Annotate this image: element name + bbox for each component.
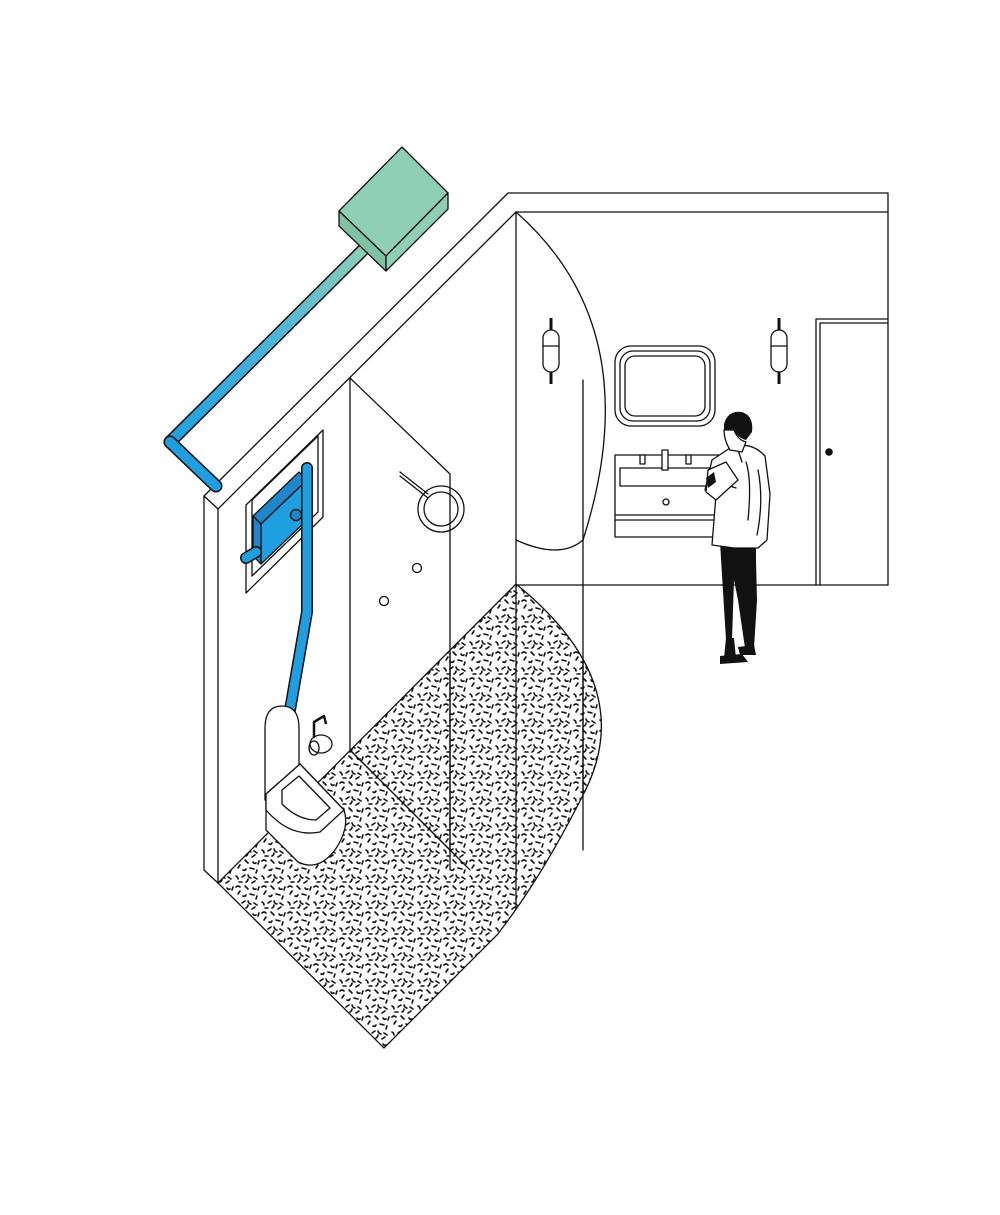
pipe-icon	[163, 240, 373, 493]
flush-cistern-icon	[240, 471, 308, 565]
shower-valve-icon	[411, 562, 423, 574]
pipe-icon	[284, 462, 313, 716]
toilet-paper-holder-icon	[308, 714, 333, 756]
wall-light-icon	[542, 318, 560, 384]
door-icon	[815, 318, 889, 586]
shower-panel	[349, 377, 465, 851]
wall-light-icon	[770, 318, 788, 384]
left-wall	[203, 192, 889, 884]
mirror-icon	[614, 345, 716, 427]
toilet-icon	[264, 705, 347, 866]
water-tank-icon	[338, 146, 449, 272]
sink-icon	[614, 449, 721, 538]
shower-valve-icon	[378, 595, 390, 607]
person-icon	[704, 411, 771, 664]
shower-head-icon	[399, 471, 465, 533]
back-wall	[515, 211, 889, 851]
